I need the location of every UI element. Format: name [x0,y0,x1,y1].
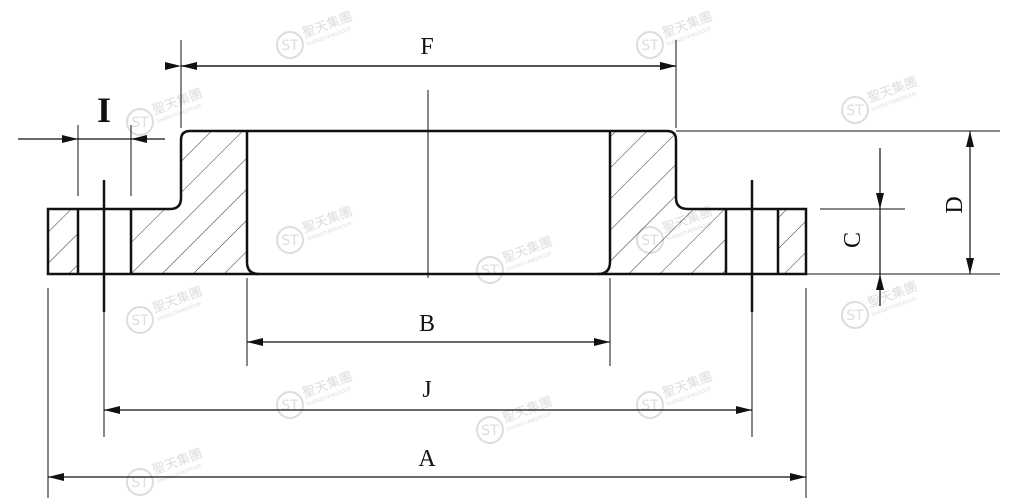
label-a: A [418,446,436,472]
svg-text:ST: ST [481,263,499,279]
flange-outline [46,129,808,276]
svg-text:ST: ST [131,115,149,131]
label-i: I [97,90,111,130]
label-d: D [942,196,968,213]
svg-text:ST: ST [481,423,499,439]
label-f: F [420,34,433,60]
label-j: J [422,377,431,403]
section-hatching [48,131,806,274]
extension-lines [47,40,1000,498]
svg-text:ST: ST [641,398,659,414]
svg-text:ST: ST [281,38,299,54]
svg-text:ST: ST [846,308,864,324]
label-c: C [840,232,866,248]
svg-text:ST: ST [131,313,149,329]
svg-text:ST: ST [281,233,299,249]
svg-text:ST: ST [281,398,299,414]
svg-text:ST: ST [641,38,659,54]
label-b: B [419,311,435,337]
center-lines [102,90,754,312]
dimension-lines [18,62,974,481]
svg-text:ST: ST [846,103,864,119]
svg-text:ST: ST [131,475,149,491]
